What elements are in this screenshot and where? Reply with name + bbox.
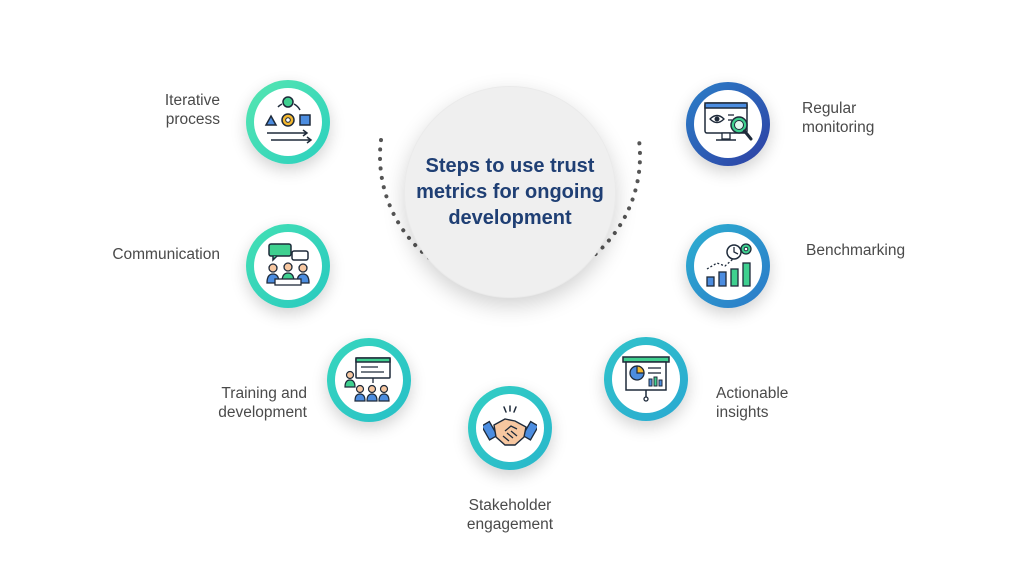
presentation-icon <box>622 356 670 402</box>
iterative-process-icon <box>264 96 313 144</box>
label-stakeholder-engagement: Stakeholder engagement <box>466 497 554 533</box>
step-communication <box>246 224 330 308</box>
step-iterative-process <box>246 80 330 164</box>
label-training-and-development: Training and development <box>218 385 307 421</box>
benchmark-chart-icon <box>706 243 752 287</box>
step-actionable-insights <box>604 337 688 421</box>
monitor-magnifier-icon <box>704 102 753 141</box>
step-benchmarking <box>686 224 770 308</box>
label-regular-monitoring: Regular monitoring <box>802 100 875 136</box>
step-training-and-development <box>327 338 411 422</box>
communication-icon <box>266 243 310 286</box>
handshake-icon <box>483 405 537 446</box>
center-circle: Steps to use trust metrics for ongoing d… <box>404 86 616 298</box>
label-actionable-insights: Actionable insights <box>716 385 789 421</box>
center-title: Steps to use trust metrics for ongoing d… <box>416 155 604 229</box>
label-benchmarking: Benchmarking <box>806 242 906 259</box>
step-regular-monitoring <box>686 82 770 166</box>
step-stakeholder-engagement <box>468 386 552 470</box>
label-iterative-process: Iterative process <box>164 92 220 128</box>
training-icon <box>344 357 391 402</box>
label-communication: Communication <box>112 246 220 263</box>
